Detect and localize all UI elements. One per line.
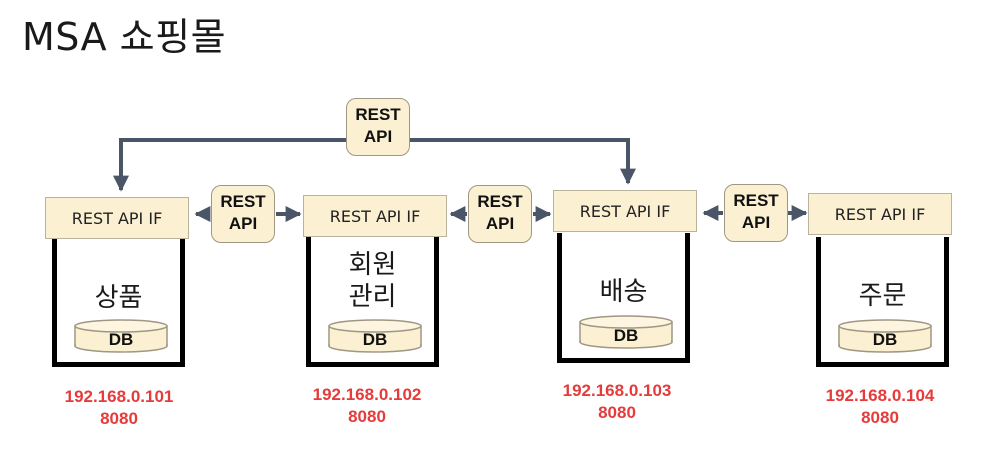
rest-api-if-delivery: REST API IF — [553, 190, 697, 232]
database-icon — [579, 315, 673, 349]
rest-label-line2: API — [485, 214, 515, 233]
address-member: 192.168.0.102 8080 — [282, 384, 452, 428]
database: DB — [579, 315, 673, 349]
address-product: 192.168.0.101 8080 — [34, 386, 204, 430]
rest-label-line2: API — [363, 127, 393, 146]
database-icon — [328, 319, 422, 353]
rest-label-line1: REST — [355, 105, 401, 124]
top-connector-right — [410, 138, 636, 185]
rest-api-if-member: REST API IF — [303, 195, 447, 237]
db-label: DB — [613, 326, 639, 345]
ip-address: 192.168.0.103 — [562, 381, 672, 400]
top-connector-left — [113, 138, 346, 192]
service-member: 회원 관리 DB — [306, 237, 439, 367]
db-label: DB — [362, 330, 388, 349]
database-icon — [74, 319, 168, 353]
page-title: MSA 쇼핑몰 — [22, 15, 227, 59]
rest-api-bubble-2: REST API — [468, 185, 532, 243]
database: DB — [328, 319, 422, 353]
rest-label-line2: API — [228, 214, 258, 233]
database-icon — [838, 319, 932, 353]
database: DB — [838, 319, 932, 353]
service-name: 주문 — [858, 281, 907, 311]
service-delivery: 배송 DB — [557, 233, 690, 363]
rest-api-bubble-3: REST API — [724, 184, 788, 242]
db-label: DB — [108, 330, 134, 349]
rest-api-if-product: REST API IF — [45, 197, 189, 239]
service-name: 배송 — [599, 277, 648, 307]
ip-address: 192.168.0.104 — [825, 386, 935, 405]
rest-label-line1: REST — [477, 192, 523, 211]
port: 8080 — [598, 403, 636, 422]
service-name: 회원 관리 — [348, 250, 397, 312]
address-delivery: 192.168.0.103 8080 — [532, 380, 702, 424]
db-label: DB — [872, 330, 898, 349]
ip-address: 192.168.0.101 — [64, 387, 174, 406]
rest-label-line1: REST — [733, 191, 779, 210]
ip-address: 192.168.0.102 — [312, 385, 422, 404]
service-product: 상품 DB — [52, 237, 185, 367]
port: 8080 — [100, 409, 138, 428]
rest-api-bubble-1: REST API — [211, 185, 275, 243]
rest-api-bubble-top: REST API — [346, 98, 410, 156]
rest-label-line1: REST — [220, 192, 266, 211]
address-order: 192.168.0.104 8080 — [795, 385, 965, 429]
database: DB — [74, 319, 168, 353]
service-name: 상품 — [94, 283, 143, 313]
service-order: 주문 DB — [816, 237, 949, 367]
rest-api-if-order: REST API IF — [808, 193, 952, 235]
rest-label-line2: API — [741, 213, 771, 232]
port: 8080 — [348, 407, 386, 426]
port: 8080 — [861, 408, 899, 427]
